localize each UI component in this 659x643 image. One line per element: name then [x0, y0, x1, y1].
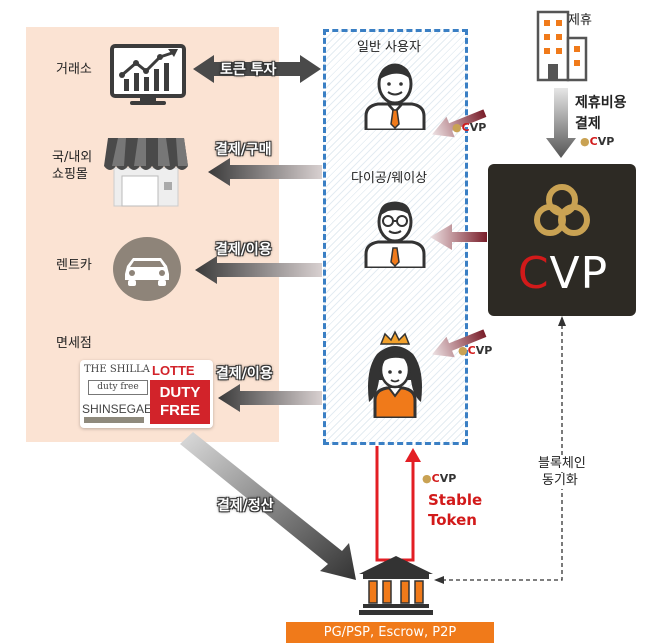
- pay-use-arrow-1: [195, 256, 322, 284]
- token-invest-text: 토큰 투자: [220, 62, 277, 78]
- partner-cvp-small: ●CVP: [580, 135, 615, 148]
- settle-arrow: [180, 432, 356, 580]
- exchange-label: 거래소: [56, 62, 92, 77]
- stable-token-arrowhead: [405, 448, 421, 462]
- pay-use-arrow-2: [218, 384, 322, 412]
- general-user-label: 일반 사용자: [357, 40, 421, 55]
- shop-icon: [104, 138, 188, 207]
- shinsegae-bar: [84, 417, 144, 423]
- building-icon: [536, 10, 588, 82]
- pay-buy-arrow: [208, 158, 322, 186]
- shinsegae-logo: SHINSEGAE: [82, 402, 153, 416]
- cvp-logo-icon: [534, 184, 590, 236]
- stable-token-line: [375, 446, 415, 562]
- lotte-logo: LOTTE: [152, 363, 195, 378]
- stable-text-1: Stable: [428, 491, 483, 509]
- exchange-chart-icon: [110, 44, 186, 105]
- cvp-platform: CVP: [488, 164, 636, 316]
- partner-fee-2: 결제: [575, 116, 601, 132]
- blockchain-sync-line: [442, 318, 563, 581]
- settle-text: 결제/정산: [217, 498, 274, 514]
- lotte-dutyfree-box: DUTY FREE: [150, 380, 210, 424]
- vip-user-icon: [368, 330, 422, 418]
- shopping-label-1: 국/내외: [52, 150, 93, 165]
- cvp-arrow-1: [432, 109, 487, 138]
- shilla-sub: duty free: [88, 380, 148, 395]
- blockchain-line2: 동기화: [540, 473, 580, 489]
- rentcar-icon: [113, 237, 181, 301]
- dutyfree-logos: THE SHILLA duty free SHINSEGAE LOTTE DUT…: [80, 360, 213, 428]
- daigong-user-icon: [364, 201, 426, 268]
- blockchain-line1: 블록체인: [536, 456, 588, 472]
- cvp-arrow-2: [430, 224, 487, 250]
- pay-buy-text: 결제/구매: [215, 142, 272, 158]
- general-user-icon: [364, 63, 426, 130]
- pay-use-text-1: 결제/이용: [215, 242, 272, 258]
- token-invest-arrow: [193, 55, 321, 83]
- cvp-arrow-3: [432, 329, 487, 358]
- shilla-logo: THE SHILLA: [84, 364, 150, 375]
- cvp-small-2: ●CVP: [458, 344, 493, 357]
- cvp-small-1: ●CVP: [452, 121, 487, 134]
- stable-cvp-small: ●CVP: [422, 472, 457, 485]
- dutyfree-label: 면세점: [56, 336, 92, 351]
- partner-fee-1: 제휴비용: [575, 95, 627, 111]
- daigong-label: 다이공/웨이상: [351, 171, 428, 186]
- partner-fee-arrow: [546, 88, 576, 158]
- rentcar-label: 렌트카: [56, 258, 92, 273]
- pay-use-text-2: 결제/이용: [216, 366, 273, 382]
- payment-channels-bar: PG/PSP, Escrow, P2P: [286, 622, 494, 643]
- stable-text-2: Token: [428, 511, 477, 529]
- cvp-wordmark: CVP: [517, 248, 609, 299]
- shopping-label-2: 쇼핑몰: [52, 167, 88, 182]
- partner-label: 제휴: [568, 13, 592, 28]
- bank-icon: [359, 556, 433, 615]
